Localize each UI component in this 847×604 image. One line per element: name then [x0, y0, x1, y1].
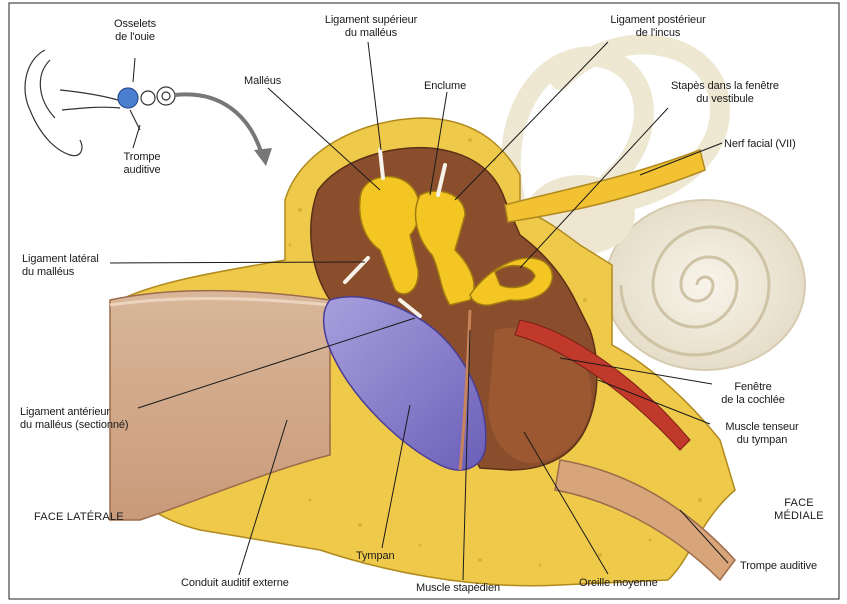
label-tympan: Tympan [356, 550, 395, 563]
label-trompe-inset-line1: Trompe [112, 151, 172, 164]
label-fenetre-cochlee: Fenêtre de la cochlée [708, 381, 798, 407]
zoom-arrow [175, 94, 262, 155]
label-fenetre-line2: de la cochlée [708, 394, 798, 407]
label-osselets-line1: Osselets [100, 18, 170, 31]
label-ligament-posterieur: Ligament postérieur de l'incus [598, 14, 718, 40]
label-ligament-posterieur-line2: de l'incus [598, 27, 718, 40]
label-stapes: Stapès dans la fenêtre du vestibule [660, 80, 790, 106]
label-muscle-stapedien: Muscle stapédien [416, 582, 500, 595]
label-ligament-anterieur-line1: Ligament antérieur [20, 406, 128, 419]
label-ligament-posterieur-line1: Ligament postérieur [598, 14, 718, 27]
label-malleus: Malléus [244, 75, 281, 88]
label-ligament-lateral-line2: du malléus [22, 266, 99, 279]
label-muscle-tenseur: Muscle tenseur du tympan [712, 421, 812, 447]
label-muscle-tenseur-line1: Muscle tenseur [712, 421, 812, 434]
label-osselets-line2: de l'ouie [100, 31, 170, 44]
label-ligament-anterieur: Ligament antérieur du malléus (sectionné… [20, 406, 128, 432]
label-fenetre-line1: Fenêtre [708, 381, 798, 394]
label-osselets: Osselets de l'ouie [100, 18, 170, 44]
label-ligament-superieur-line2: du malléus [316, 27, 426, 40]
label-enclume: Enclume [424, 80, 466, 93]
label-muscle-tenseur-line2: du tympan [712, 434, 812, 447]
label-trompe-inset-line2: auditive [112, 164, 172, 177]
label-stapes-line1: Stapès dans la fenêtre [660, 80, 790, 93]
label-face-mediale-line2: MÉDIALE [764, 510, 834, 523]
label-ligament-superieur: Ligament supérieur du malléus [316, 14, 426, 40]
label-conduit-auditif: Conduit auditif externe [181, 577, 289, 590]
label-face-mediale-line1: FACE [764, 497, 834, 510]
label-trompe-auditive: Trompe auditive [740, 560, 817, 573]
label-nerf-facial: Nerf facial (VII) [724, 138, 796, 151]
cochlea [605, 200, 805, 370]
label-face-mediale: FACE MÉDIALE [764, 497, 834, 523]
inset-outer-ear [25, 50, 175, 156]
label-ligament-lateral: Ligament latéral du malléus [22, 253, 99, 279]
label-face-laterale: FACE LATÉRALE [34, 511, 124, 524]
label-ligament-lateral-line1: Ligament latéral [22, 253, 99, 266]
label-ligament-anterieur-line2: du malléus (sectionné) [20, 419, 128, 432]
label-ligament-superieur-line1: Ligament supérieur [316, 14, 426, 27]
label-stapes-line2: du vestibule [660, 93, 790, 106]
label-oreille-moyenne: Oreille moyenne [579, 577, 658, 590]
label-trompe-inset: Trompe auditive [112, 151, 172, 177]
